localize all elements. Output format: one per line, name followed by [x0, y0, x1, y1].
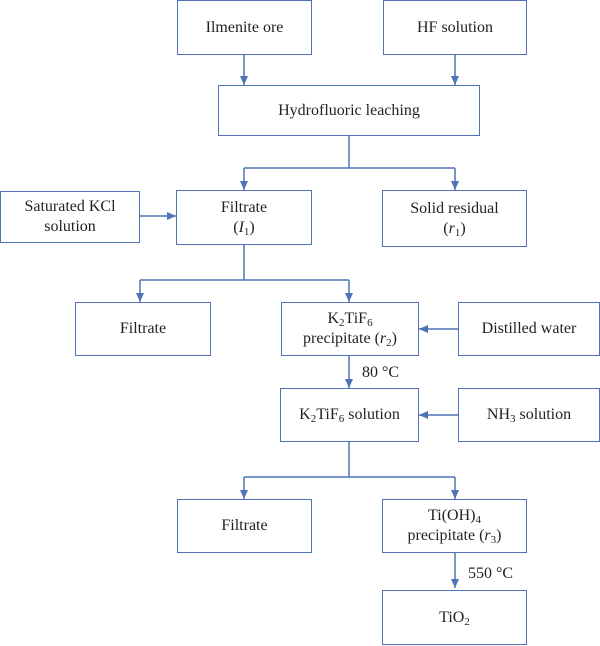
k2tif6-formula: K2TiF6 [327, 310, 373, 329]
node-nh3-solution: NH3 solution [458, 388, 600, 442]
residual-symbol: (r1) [443, 219, 466, 239]
node-distilled-water: Distilled water [458, 302, 600, 356]
tio2-formula: TiO2 [439, 608, 470, 628]
k2tif6-solution-text: K2TiF6 solution [299, 406, 400, 425]
node-tio2: TiO2 [382, 590, 527, 645]
node-k2tif6-solution: K2TiF6 solution [280, 388, 419, 442]
node-k2tif6-precipitate: K2TiF6 precipitate (r2) [281, 302, 419, 356]
node-hydrofluoric-leaching: Hydrofluoric leaching [218, 85, 480, 136]
filtrate-1-symbol: (I1) [233, 218, 255, 238]
tioh4-formula: Ti(OH)4 [428, 507, 481, 526]
label-80c: 80 °C [362, 364, 400, 381]
node-saturated-kcl: Saturated KCl solution [0, 191, 140, 243]
node-solid-residual: Solid residual (r1) [382, 190, 527, 247]
node-tioh4-precipitate: Ti(OH)4 precipitate (r3) [382, 499, 527, 553]
nh3-solution-text: NH3 solution [486, 406, 572, 425]
node-filtrate-2: Filtrate [75, 302, 211, 356]
node-hf-solution: HF solution [383, 0, 527, 55]
node-filtrate-3: Filtrate [177, 499, 312, 553]
node-filtrate-1: Filtrate (I1) [176, 190, 312, 245]
tioh4-precipitate-line: precipitate (r3) [407, 527, 502, 546]
node-ilmenite-ore: Ilmenite ore [177, 0, 312, 55]
label-550c: 550 °C [468, 565, 514, 582]
k2tif6-precipitate-line: precipitate (r2) [303, 330, 397, 349]
